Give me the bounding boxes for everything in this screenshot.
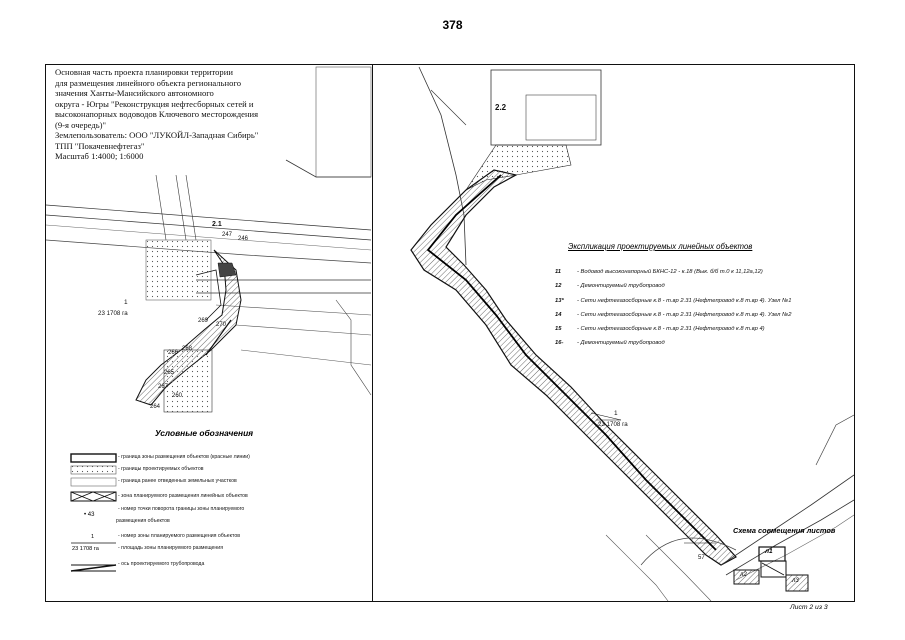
explication-number: 12 [555,283,562,289]
legend-zone-area-symbol: 23 1708 га [72,546,99,552]
planning-map [46,66,854,601]
legend-zone-number-symbol: 1 [91,534,95,540]
map-sheet-frame [45,64,855,602]
scheme-sheet-1: л1 [765,548,773,555]
title-block: Основная часть проекта планировки террит… [55,67,290,162]
explication-number: 13* [555,298,564,304]
title-line: для размещения линейного объекта региона… [55,77,242,88]
point-label: 267 [158,384,169,390]
point-label: 265 [164,370,175,376]
sheet-counter: Лист 2 из 3 [790,604,828,611]
explication-number: 16- [555,340,564,346]
explication-item: 16- - Демонтируемый трубопровод [555,340,665,346]
title-line: (9-я очередь)" [55,119,106,130]
legend-item: - площадь зоны планируемого размещения [118,545,224,551]
point-label: 57 [698,555,705,561]
legend-item: - граница ранее отведенных земельных уча… [118,478,237,484]
explication-item: 12 - Демонтируемый трубопровод [555,283,665,289]
scale-line: Масштаб 1:4000; 1:6000 [55,151,144,161]
land-user-line: Землепользователь: ООО "ЛУКОЙЛ-Западная … [55,130,259,140]
point-label: 266 [168,350,179,356]
legend-item: - номер точки поворота границы зоны план… [118,506,245,512]
panel-divider [372,64,374,602]
explication-item: 15 - Сети нефтегазосборные к.8 - т.вр 2.3… [555,326,765,332]
zone-label-2-1: 2.1 [212,221,222,228]
legend-symbols [70,453,117,572]
zone-area-label: 23 1708 га [98,310,128,317]
left-map-area [46,66,372,413]
explication-item: 11 - Водовод высоконапорный БКНС-12 - к.1… [555,269,763,275]
point-label: 264 [150,404,161,410]
point-label: 269 [198,318,209,324]
explication-item: 13* - Сети нефтегазосборные к.8 - т.вр 2.… [555,298,792,304]
legend-item: - граница зоны размещения объектов (крас… [118,454,250,460]
legend-title: Условные обозначения [155,428,254,438]
legend-point-symbol: • 43 [84,512,95,518]
explication-text: - Демонтируемый трубопровод [577,283,665,289]
explication-text: - Сети нефтегазосборные к.8 - т.вр 2.31 … [577,326,765,332]
title-line: высоконапорных водоводов Ключевого место… [55,109,259,119]
page-number: 378 [442,18,463,32]
point-label: 268 [182,346,193,352]
explication-text: - Сети нефтегазосборные к.8 - т.вр 2.31 … [577,298,792,304]
explication-text: - Водовод высоконапорный БКНС-12 - к.18 … [577,269,763,275]
legend-item: - границы проектируемых объектов [118,466,204,472]
explication-number: 15 [555,326,562,332]
right-map-area [410,66,854,601]
explication-number: 11 [555,269,562,275]
title-line: округа - Югры "Реконструкция нефтесборны… [55,98,254,109]
explication-item: 14 - Сети нефтегазосборные к.8 - т.вр 2.3… [555,312,792,318]
sheet-layout-scheme [733,546,809,592]
point-label: 270 [216,322,227,328]
zone-number-label: 1 [614,410,618,417]
zone-number-label: 1 [124,299,128,306]
scheme-sheet-2: л2 [740,572,747,578]
legend-item: размещения объектов [116,518,170,524]
legend-item: - номер зоны планируемого размещения объ… [118,533,240,539]
legend-item: - ось проектируемого трубопровода [118,561,205,567]
zone-area-label: 23 1708 га [598,421,628,428]
point-label: 260 [172,393,183,399]
point-label: 247 [222,232,233,238]
scheme-title: Схема совмещения листов [733,526,836,535]
explication-text: - Сети нефтегазосборные к.8 - т.вр 2.31 … [577,312,792,318]
point-label: 246 [238,236,249,242]
title-line: Основная часть проекта планировки террит… [55,67,233,77]
title-line: значения Ханты-Мансийского автономного [55,88,214,98]
scheme-sheet-3: л3 [792,578,799,584]
explication-title: Экспликация проектируемых линейных объек… [568,242,753,251]
legend-item: - зона планируемого размещения линейных … [118,493,248,499]
enterprise-line: ТПП "Покачевнефтегаз" [55,140,145,151]
explication-text: - Демонтируемый трубопровод [577,340,665,346]
explication-number: 14 [555,312,562,318]
zone-label-2-2: 2.2 [495,103,507,112]
